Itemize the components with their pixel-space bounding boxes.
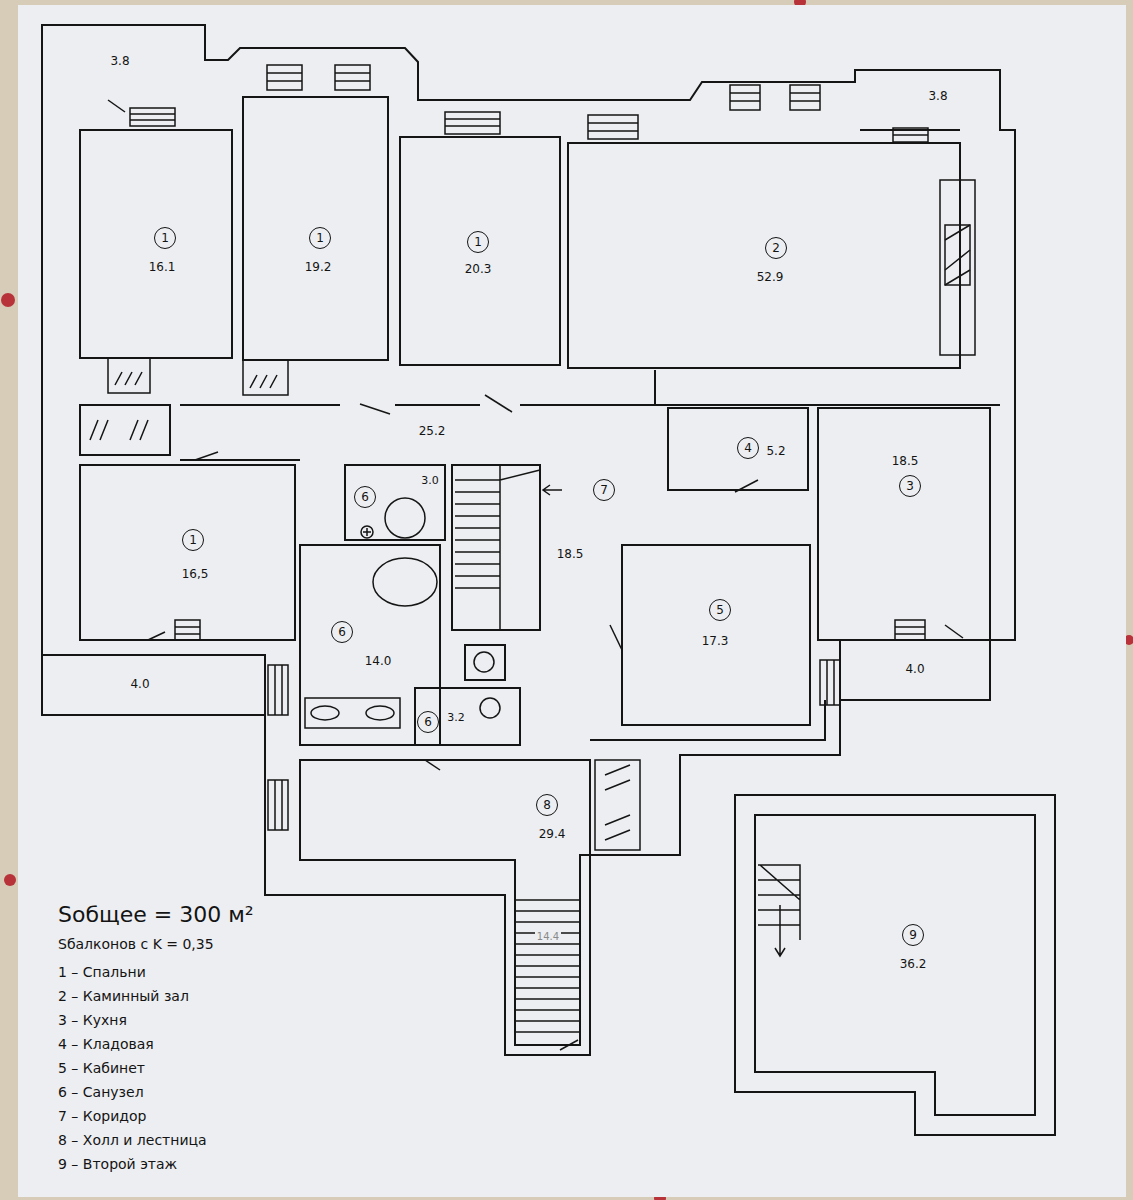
room-area: 20.3 [465, 263, 492, 277]
legend-entry: 7 – Коридор [58, 1108, 146, 1124]
room-number-circle: 1 [182, 529, 204, 551]
legend-entry: 4 – Кладовая [58, 1036, 154, 1052]
room-number-circle: 1 [309, 227, 331, 249]
fixtures [305, 498, 500, 728]
legend-entry: 2 – Каминный зал [58, 988, 189, 1004]
room-number-circle: 7 [593, 479, 615, 501]
room-number-circle: 2 [765, 237, 787, 259]
walls [42, 25, 1055, 1135]
room-number: 6 [338, 626, 346, 638]
room-area: 5.2 [766, 445, 785, 459]
room-area: 18.5 [892, 455, 919, 469]
room-number: 1 [474, 236, 482, 248]
balcony-area: 4.0 [905, 663, 924, 677]
pencil-note: 14.4 [535, 931, 561, 943]
paper-sheet [18, 5, 1126, 1197]
room-number-circle: 3 [899, 475, 921, 497]
room-number-circle: 8 [536, 794, 558, 816]
room-number-circle: 1 [467, 231, 489, 253]
room-area: 19.2 [305, 261, 332, 275]
balcony-area: 3.8 [110, 55, 129, 69]
room-area: 16.1 [149, 261, 176, 275]
room-area: 52.9 [757, 271, 784, 285]
room-number-circle: 6 [331, 621, 353, 643]
room-number: 1 [189, 534, 197, 546]
balcony-coefficient: Sбалконов с K = 0,35 [58, 936, 214, 952]
room-number-circle: 1 [154, 227, 176, 249]
legend-entry: 6 – Санузел [58, 1084, 144, 1100]
room-number: 1 [316, 232, 324, 244]
stairs [455, 465, 800, 1032]
balcony-area: 4.0 [130, 678, 149, 692]
room-number: 5 [716, 604, 724, 616]
room-area: 14.0 [365, 655, 392, 669]
legend-entry: 3 – Кухня [58, 1012, 127, 1028]
windows [130, 65, 928, 850]
legend-entry: 5 – Кабинет [58, 1060, 145, 1076]
room-area: 25.2 [419, 425, 446, 439]
room-area: 36.2 [900, 958, 927, 972]
room-number-circle: 6 [354, 486, 376, 508]
room-number: 8 [543, 799, 551, 811]
room-number-circle: 9 [902, 924, 924, 946]
room-number: 1 [161, 232, 169, 244]
room-area: 3.2 [447, 712, 465, 725]
balcony-area: 3.8 [928, 90, 947, 104]
room-area: 16,5 [182, 568, 209, 582]
room-number: 7 [600, 484, 608, 496]
legend-entry: 9 – Второй этаж [58, 1156, 177, 1172]
room-area: 29.4 [539, 828, 566, 842]
room-number: 3 [906, 480, 914, 492]
room-number: 2 [772, 242, 780, 254]
room-number: 6 [361, 491, 369, 503]
room-number-circle: 6 [417, 711, 439, 733]
room-number: 4 [744, 442, 752, 454]
room-area: 17.3 [702, 635, 729, 649]
room-number-circle: 4 [737, 437, 759, 459]
legend-entry: 1 – Спальни [58, 964, 146, 980]
room-number-circle: 5 [709, 599, 731, 621]
room-area: 3.0 [421, 475, 439, 488]
room-number: 9 [909, 929, 917, 941]
room-number: 6 [424, 716, 432, 728]
legend-entry: 8 – Холл и лестница [58, 1132, 207, 1148]
room-area: 18.5 [557, 548, 584, 562]
total-area: Sобщее = 300 м² [58, 902, 254, 927]
fireplaces [90, 180, 975, 440]
